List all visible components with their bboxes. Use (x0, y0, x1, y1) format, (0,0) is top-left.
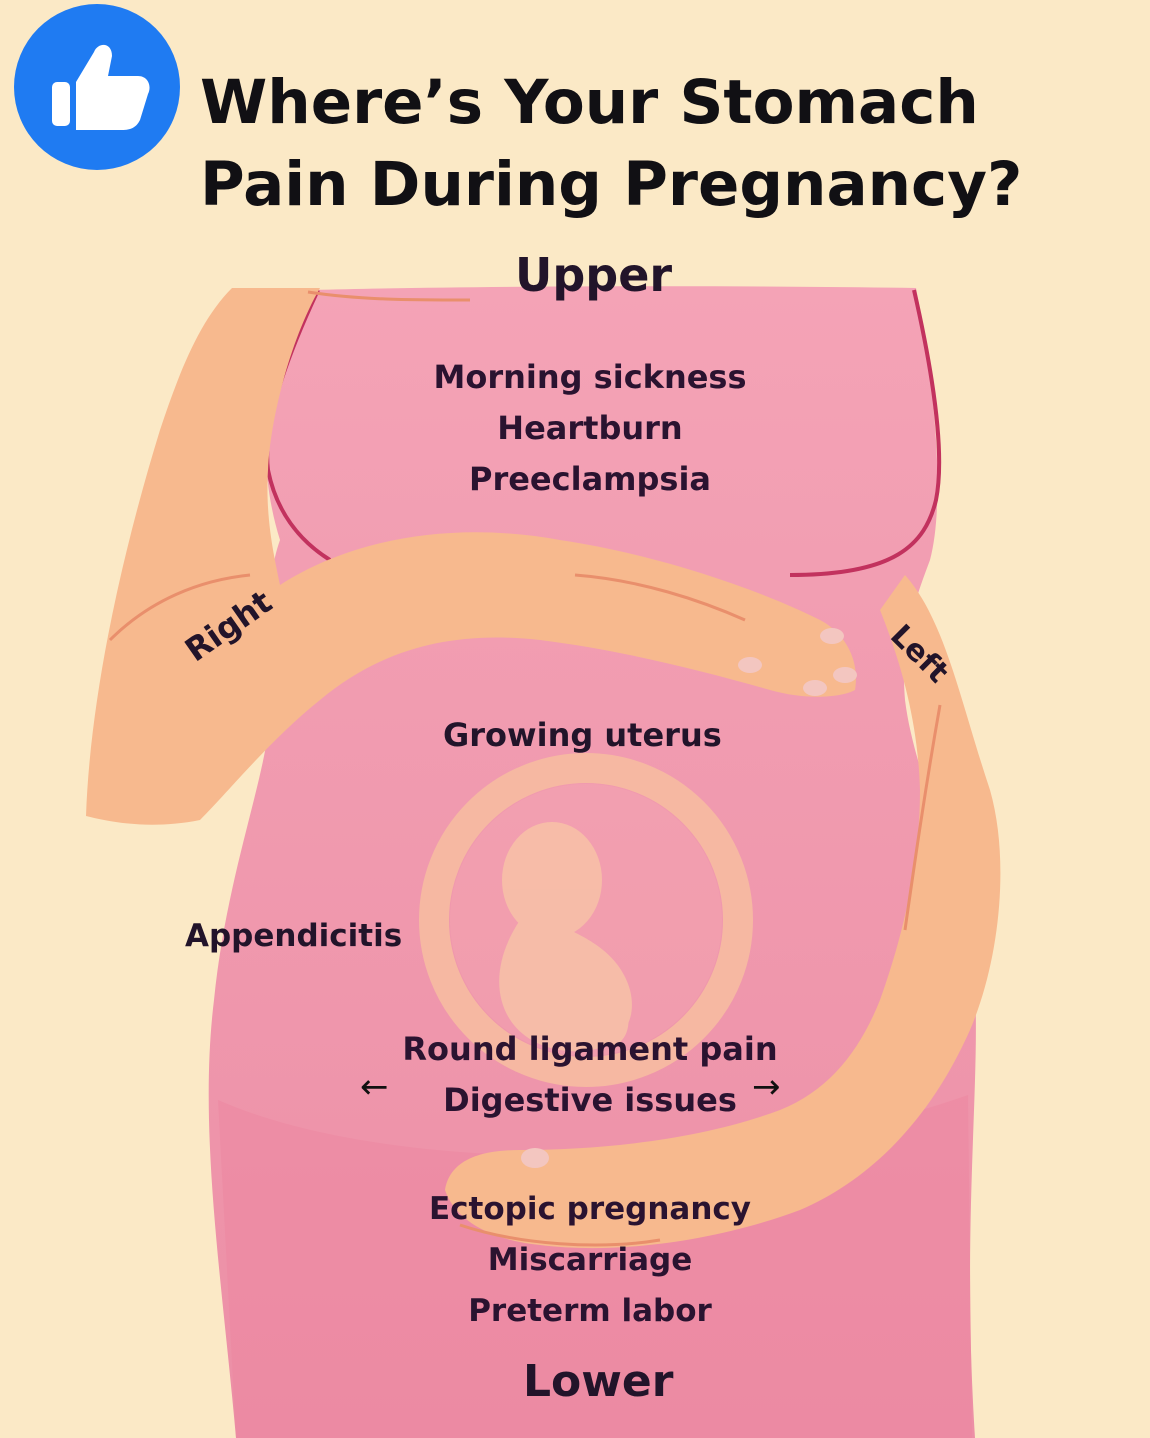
direction-lower: Lower (523, 1356, 674, 1407)
lower-item: Miscarriage (487, 1242, 693, 1278)
title-line-1: Where’s Your Stomach (200, 67, 979, 138)
page-title: Where’s Your Stomach Pain During Pregnan… (200, 62, 1022, 226)
upper-item: Morning sickness (433, 358, 747, 396)
lower-middle-item: Round ligament pain (402, 1030, 778, 1068)
upper-item: Heartburn (497, 409, 683, 447)
right-arm-upper (86, 288, 856, 825)
title-line-2: Pain During Pregnancy? (200, 149, 1023, 220)
thumbs-up-icon[interactable] (14, 4, 180, 170)
arrow-right-icon: → (752, 1067, 781, 1107)
lower-middle-zone-list: Round ligament pain Digestive issues (380, 1024, 800, 1126)
upper-zone-list: Morning sickness Heartburn Preeclampsia (380, 352, 800, 505)
lower-middle-item: Digestive issues (443, 1081, 737, 1119)
womb-circle (419, 753, 753, 1087)
lower-zone-list: Ectopic pregnancy Miscarriage Preterm la… (380, 1184, 800, 1337)
fetus-icon (499, 822, 632, 1052)
arrow-left-icon: ← (360, 1067, 389, 1107)
bust-outline-left (789, 289, 942, 577)
direction-upper: Upper (515, 248, 673, 302)
lower-item: Ectopic pregnancy (429, 1191, 751, 1227)
lower-item: Preterm labor (468, 1293, 712, 1329)
side-zone-label: Appendicitis (185, 918, 403, 954)
middle-zone-label: Growing uterus (443, 716, 722, 754)
upper-item: Preeclampsia (468, 460, 712, 498)
left-arm-lower (445, 575, 1001, 1249)
